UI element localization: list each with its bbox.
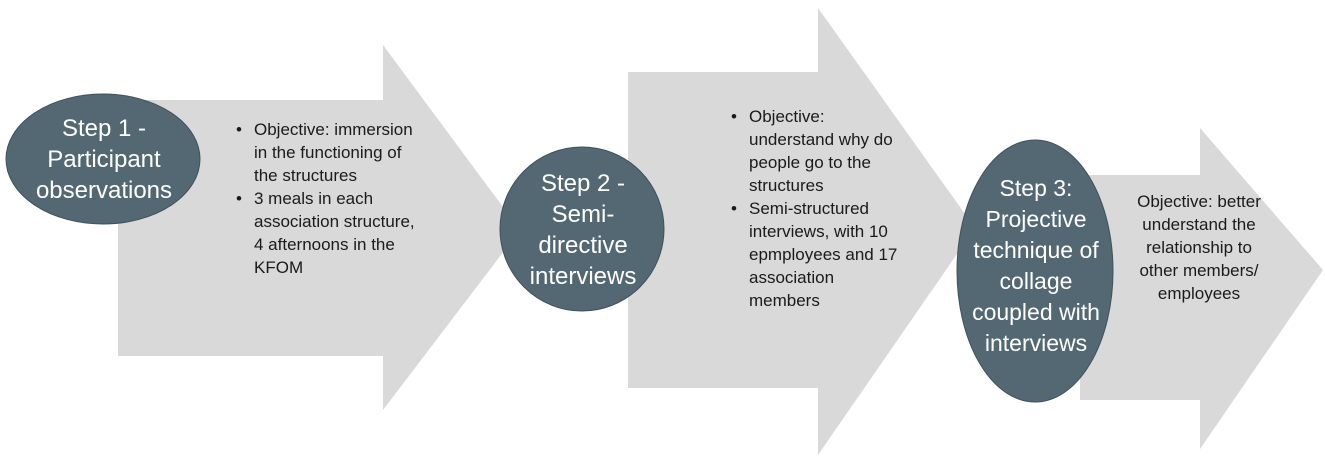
step-2-bullet: Semi-structured interviews, with 10 epmp…	[731, 197, 909, 312]
step-1-bullets: Objective: immersion in the functioning …	[236, 118, 416, 279]
step-2-title: Step 2 - Semi-directive interviews	[529, 170, 637, 290]
step-3-arrow	[1080, 128, 1323, 449]
step-1-bullet: Objective: immersion in the functioning …	[236, 118, 416, 187]
step-1-title: Step 1 - Participant observations	[35, 114, 173, 204]
step-2-bullets: Objective: understand why do people go t…	[731, 105, 909, 312]
step-3-title: Step 3: Projective technique of collage …	[972, 175, 1100, 356]
step-2-oval	[499, 146, 665, 312]
step-3-text: Objective: better understand the relatio…	[1137, 192, 1261, 303]
step-2-bullet: Objective: understand why do people go t…	[731, 105, 909, 197]
step-1-bullet: 3 meals in each association structure, 4…	[236, 187, 416, 279]
step-3-oval	[956, 139, 1114, 403]
step-1-oval	[5, 93, 201, 225]
